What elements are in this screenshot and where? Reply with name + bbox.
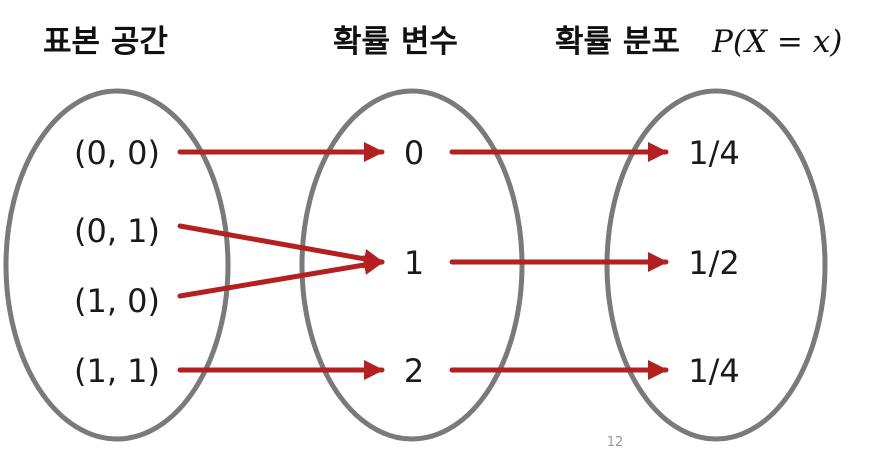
outcome-label: (0, 0) bbox=[74, 134, 160, 172]
distribution-formula: P(X = x) bbox=[711, 24, 842, 60]
distribution-title: 확률 분포 bbox=[555, 24, 680, 60]
variable-value-label: 0 bbox=[404, 134, 424, 172]
random-variable-ellipse bbox=[299, 88, 525, 442]
distribution-ellipse bbox=[604, 88, 828, 442]
probability-label: 1/4 bbox=[688, 134, 740, 172]
sample-space-ellipse bbox=[3, 88, 231, 442]
page-number: 12 bbox=[607, 435, 624, 450]
outcome-label: (0, 1) bbox=[74, 212, 160, 250]
outcome-label: (1, 1) bbox=[74, 352, 160, 390]
arrow-10-to-1 bbox=[177, 255, 385, 299]
variable-value-label: 1 bbox=[404, 244, 424, 282]
random-variable-title: 확률 변수 bbox=[333, 24, 458, 60]
sample-space-title: 표본 공간 bbox=[43, 24, 168, 60]
probability-label: 1/4 bbox=[688, 352, 740, 390]
variable-value-label: 2 bbox=[404, 352, 424, 390]
outcome-label: (1, 0) bbox=[74, 282, 160, 320]
arrow-01-to-1 bbox=[177, 223, 385, 269]
probability-label: 1/2 bbox=[688, 244, 740, 282]
